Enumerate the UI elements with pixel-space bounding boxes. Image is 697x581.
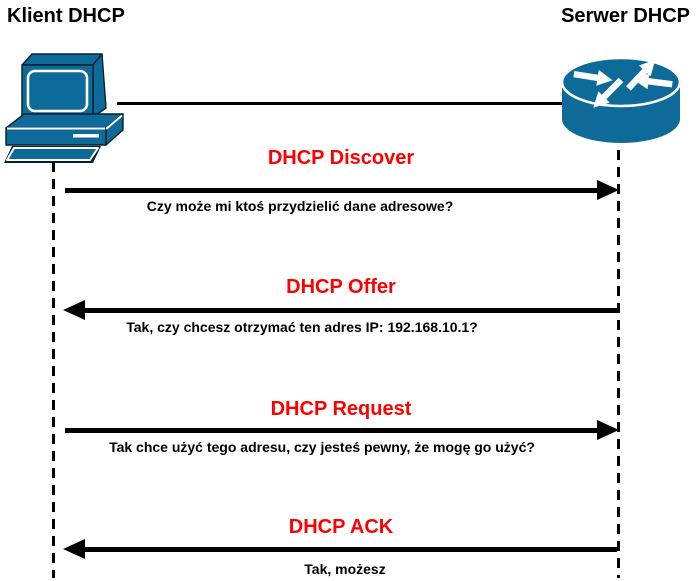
dhcp-discover-label: DHCP Discover [267, 147, 415, 169]
dhcp-offer-arrow [63, 300, 619, 321]
arrow-shaft [65, 428, 600, 433]
dhcp-ack-text: Tak, możesz [304, 561, 386, 577]
arrow-head-right-icon [597, 180, 619, 200]
desktop-computer-icon [2, 51, 126, 169]
dhcp-discover-text: Czy może mi ktoś przydzielić dane adreso… [146, 198, 454, 214]
dhcp-request-text: Tak chce użyć tego adresu, czy jesteś pe… [109, 439, 535, 455]
dhcp-discover-arrow [63, 180, 619, 201]
dhcp-ack-label: DHCP ACK [288, 516, 394, 538]
arrow-shaft [82, 547, 617, 552]
arrow-head-right-icon [597, 420, 619, 440]
network-link-line [117, 102, 562, 105]
client-title: Klient DHCP [7, 5, 125, 27]
server-lifeline [617, 150, 620, 578]
dhcp-request-label: DHCP Request [270, 398, 412, 420]
arrow-head-left-icon [63, 539, 85, 559]
arrow-shaft [65, 188, 600, 193]
dhcp-offer-text: Tak, czy chcesz otrzymać ten adres IP: 1… [126, 319, 478, 335]
dhcp-ack-arrow [63, 539, 619, 560]
router-icon [558, 55, 685, 152]
arrow-head-left-icon [63, 300, 85, 320]
dhcp-request-arrow [63, 420, 619, 441]
dhcp-offer-label: DHCP Offer [286, 276, 396, 298]
server-title: Serwer DHCP [561, 5, 690, 27]
arrow-shaft [82, 308, 617, 313]
client-lifeline [52, 162, 55, 578]
